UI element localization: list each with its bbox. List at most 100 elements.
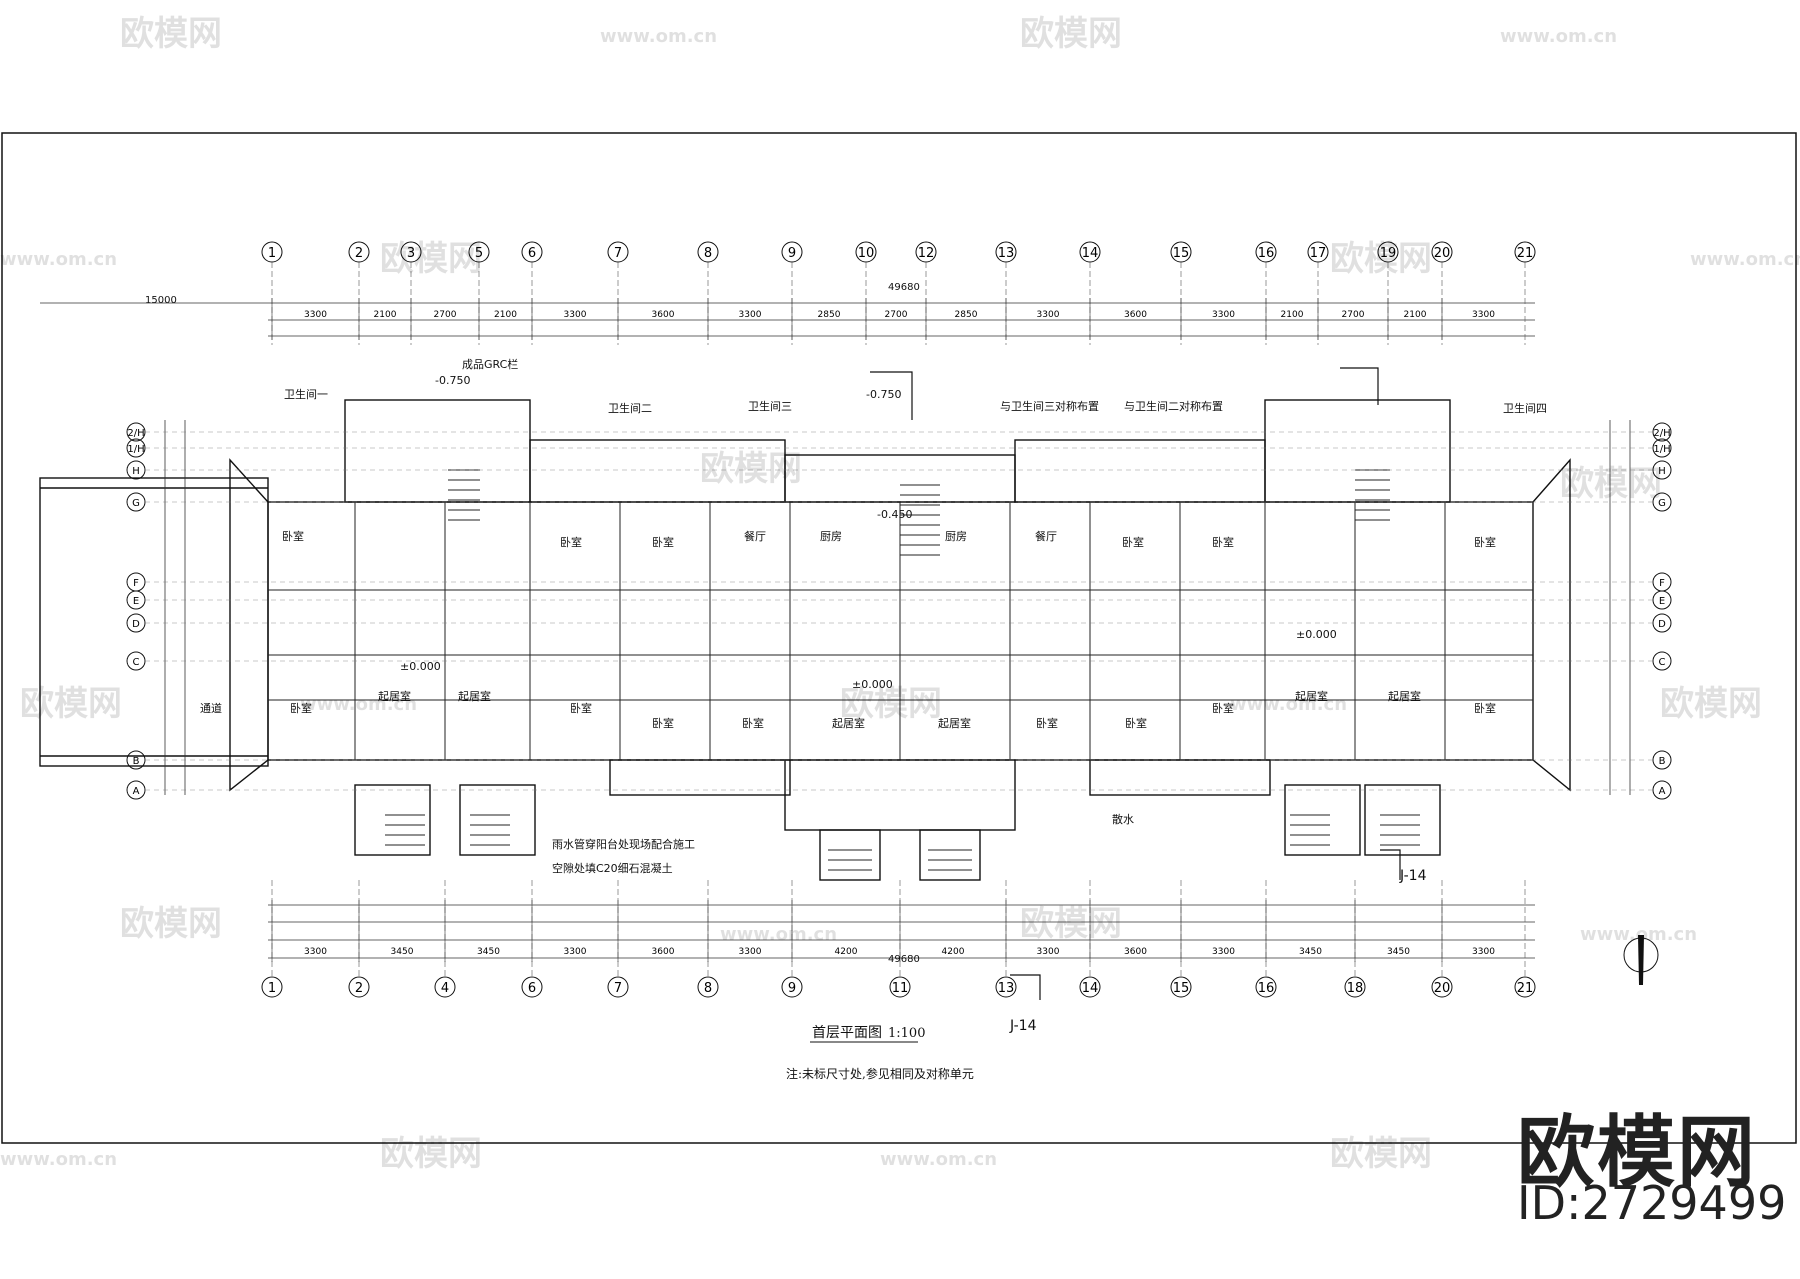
axis-label: G [1658,498,1666,509]
axis-label: C [1659,657,1666,668]
level-mark: ±0.000 [400,660,441,673]
drawing-note: 注:未标尺寸处,参见相同及对称单元 [786,1066,974,1081]
watermark-brand: 欧模网 [840,684,942,724]
room-label: 卧室 [1125,716,1147,730]
axis-label: G [132,498,140,509]
watermark-brand: 欧模网 [380,239,482,279]
axis-label: A [1659,786,1666,797]
axis-label: 6 [528,981,536,996]
title-block: 首层平面图 1:100 注:未标尺寸处,参见相同及对称单元 [786,1025,974,1081]
room-label: 卫生间三 [748,399,792,413]
room-label: 卧室 [1036,716,1058,730]
axis-label: 21 [1517,981,1534,996]
axis-label: 13 [998,246,1015,261]
axis-label: 14 [1082,246,1099,261]
watermark-brand: 欧模网 [700,449,802,489]
room-label: 成品GRC栏 [462,357,518,371]
dim-label: 2700 [434,310,457,320]
dim-label: 3450 [1299,947,1322,957]
brand-watermark: 欧模网 [1517,1108,1758,1198]
axis-label: D [1658,619,1666,630]
dim-label: 4200 [942,947,965,957]
room-label: 与卫生间三对称布置 [1000,399,1099,413]
watermark-brand: 欧模网 [1560,464,1662,504]
axis-bubble [1514,976,1536,998]
level-mark: -0.750 [435,374,470,387]
watermark-brand: 欧模网 [1330,239,1432,279]
watermark-brand: 欧模网 [1020,904,1122,944]
axis-bubble [1079,976,1101,998]
watermark-site: www.om.cn [880,1149,997,1170]
axis-label: 5 [475,246,483,261]
axis-label: 14 [1082,981,1099,996]
watermark-site: www.om.cn [300,694,417,715]
dim-label: 3300 [1472,310,1495,320]
watermark-brand: 欧模网 [120,904,222,944]
axis-label: 2 [355,246,363,261]
watermark-brand: 欧模网 [1660,684,1762,724]
room-label: 卧室 [652,716,674,730]
axis-label: 3 [407,246,415,261]
axis-label: 1 [268,981,276,996]
axis-label: 7 [614,246,622,261]
axis-label: 8 [704,246,712,261]
dim-label: 3600 [652,310,675,320]
axis-label: 2/H [127,428,144,439]
room-label: 厨房 [820,530,842,543]
watermark-site: www.om.cn [720,924,837,945]
axis-label: 21 [1517,246,1534,261]
watermark-brand: 欧模网 [1330,1134,1432,1174]
brand-id: ID:2729499 [1517,1176,1787,1230]
axis-label: 17 [1310,246,1327,261]
axis-bubble [434,976,456,998]
room-label: 餐厅 [744,529,766,543]
dim-label: 3450 [391,947,414,957]
dim-label: 3600 [652,947,675,957]
axis-label: 2/H [1653,428,1670,439]
axis-label: E [1659,596,1665,607]
axis-label: 12 [918,246,935,261]
watermark-site: www.om.cn [1230,694,1347,715]
section-mark: J-14 [1009,1018,1037,1034]
level-mark: ±0.000 [1296,628,1337,641]
axis-bubble [1431,976,1453,998]
room-label: 卧室 [742,716,764,730]
dim-label: 3300 [1037,947,1060,957]
axis-bubble [261,976,283,998]
dim-label: 2100 [1404,310,1427,320]
axis-label: E [133,596,139,607]
total-dim-top: 49680 [888,282,920,293]
dim-label: 3600 [1124,947,1147,957]
dim-label: 3300 [304,947,327,957]
dim-label: 3300 [304,310,327,320]
dim-label: 3300 [1037,310,1060,320]
section-marker-labels: J-14 J-14 [1009,868,1427,1034]
level-mark: -0.750 [866,388,901,401]
dim-label: 3300 [1212,947,1235,957]
room-label: 卫生间一 [284,387,328,401]
dim-label: 2850 [955,310,978,320]
room-label: 起居室 [458,689,491,703]
section-mark: J-14 [1399,868,1427,884]
dim-label: 2100 [494,310,517,320]
dim-label: 3300 [1212,310,1235,320]
axis-label: C [133,657,140,668]
room-labels: 卧室 卧室 起居室 起居室 卧室 卧室 卧室 卧室 餐厅 卧室 厨房 起居室 厨… [200,357,1547,875]
axis-label: 2 [355,981,363,996]
room-label: 卧室 [560,535,582,549]
room-label: 起居室 [378,689,411,703]
axis-label: 6 [528,246,536,261]
total-dim-bottom: 49680 [888,954,920,965]
axis-label: 9 [788,246,796,261]
room-label: 卧室 [1122,535,1144,549]
axis-label: 20 [1434,981,1451,996]
axis-label: B [1659,756,1666,767]
dim-label: 2700 [1342,310,1365,320]
watermark-site: www.om.cn [1580,924,1697,945]
axis-label: F [133,578,139,589]
